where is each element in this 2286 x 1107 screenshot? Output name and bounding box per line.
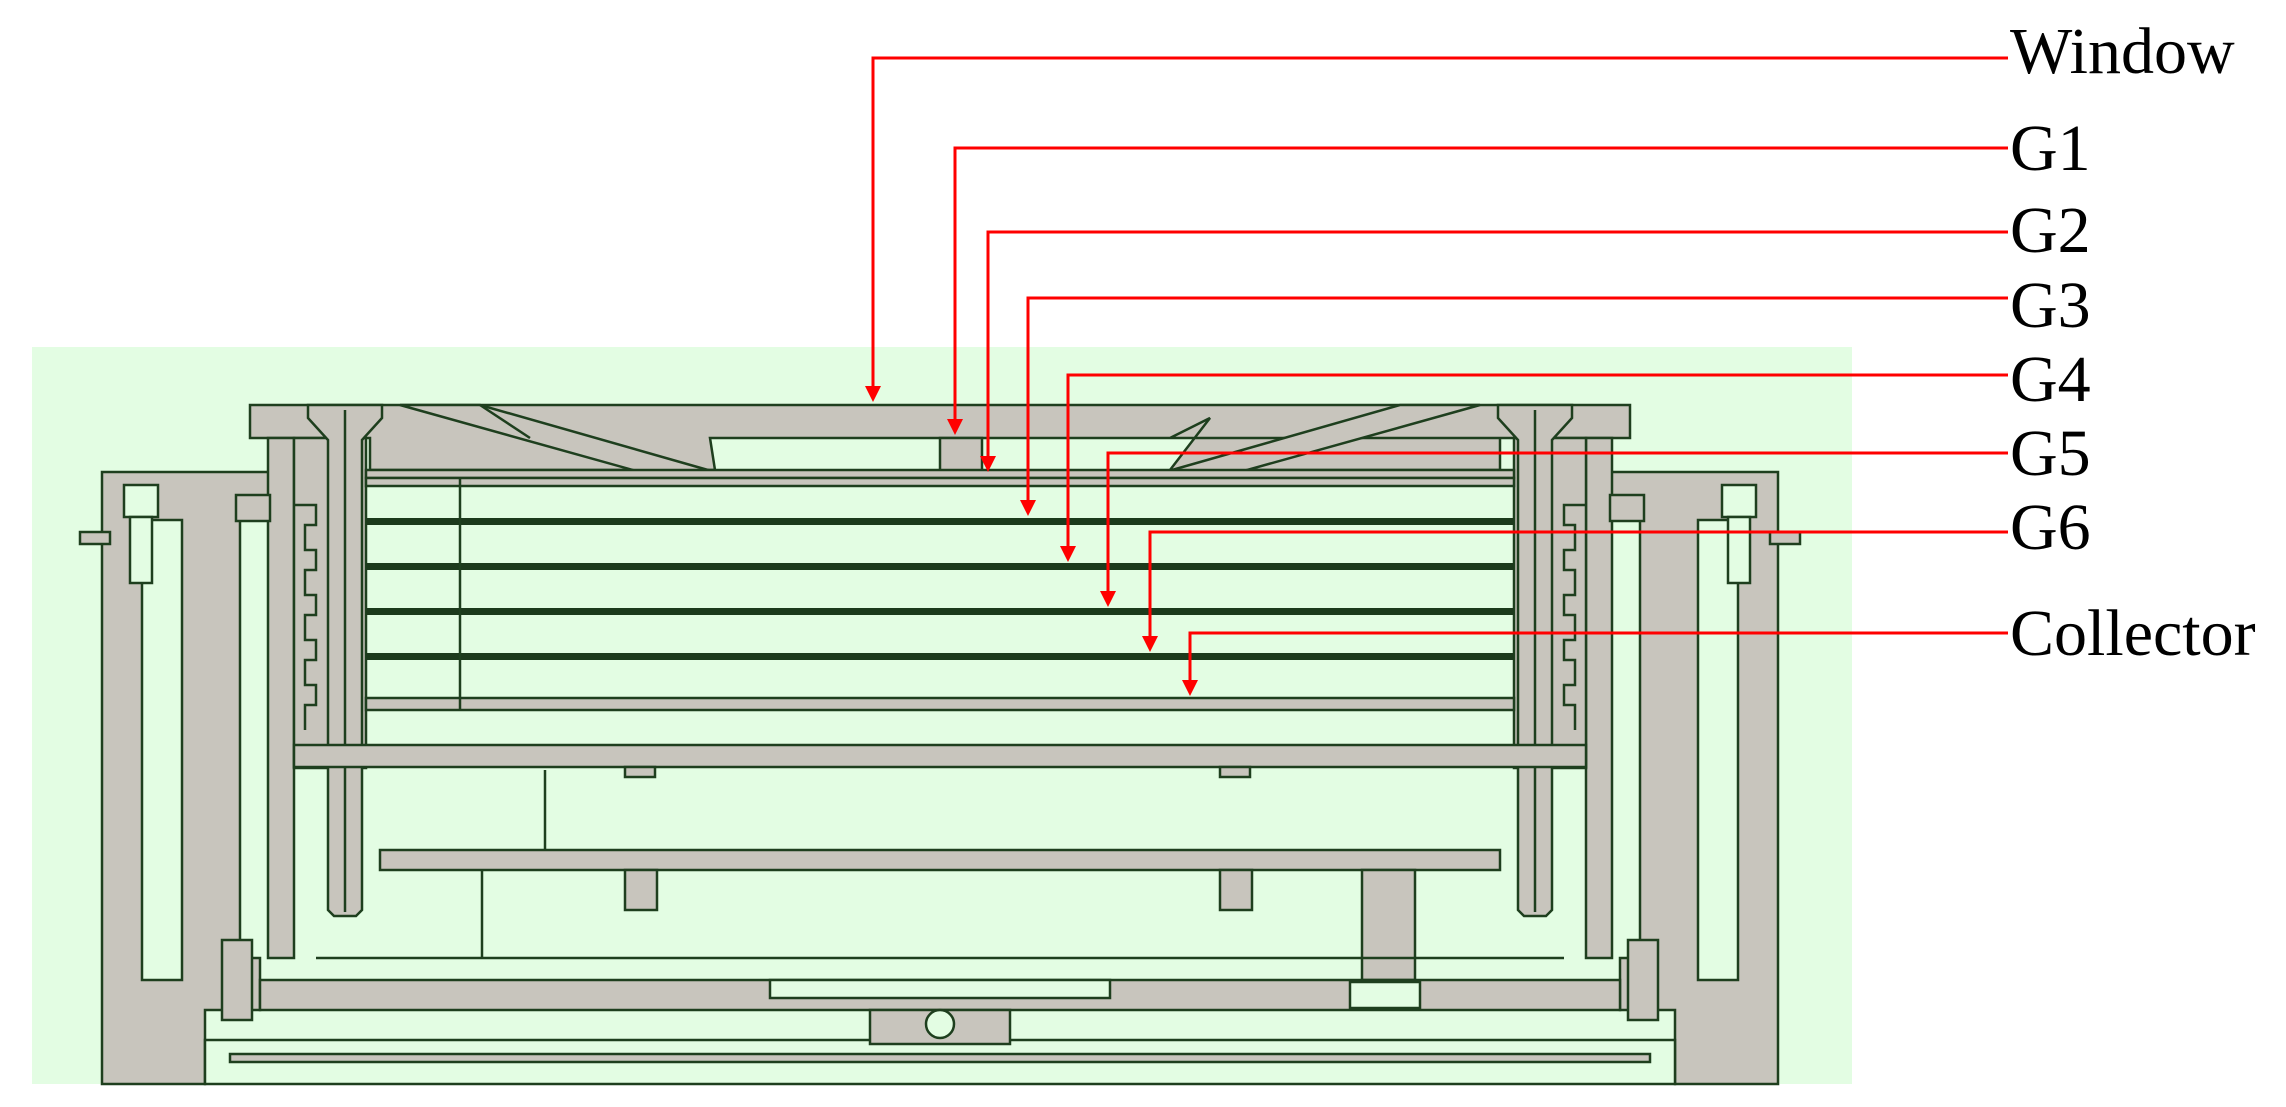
lower-pillar — [1360, 868, 1417, 982]
window-step — [938, 436, 984, 474]
foot-bolt-left — [220, 938, 254, 1022]
arrow-g1 — [947, 419, 963, 435]
arrow-g5 — [1100, 591, 1116, 607]
outer-flange-right — [1768, 530, 1802, 546]
base-recess — [768, 978, 1112, 1000]
inner-shoulder-right — [1608, 493, 1646, 523]
label-g1: G1 — [2010, 112, 2091, 185]
leader-window — [871, 56, 2008, 388]
lower-support-plate — [378, 848, 1502, 872]
inner-wall-left — [266, 436, 296, 960]
lower-post-right — [1218, 868, 1254, 912]
bottom-rail — [228, 1052, 1652, 1064]
lower-post-left — [623, 868, 659, 912]
leader-g3 — [1026, 296, 2008, 502]
outer-housing-left-inner — [140, 518, 184, 982]
arrow-collector — [1182, 680, 1198, 696]
support-tab-right — [1218, 765, 1252, 779]
grid-electrode-g3 — [366, 518, 1514, 525]
grid-electrode-g4 — [366, 563, 1514, 570]
arrow-g3 — [1020, 500, 1036, 516]
arrow-window — [865, 386, 881, 402]
collector-plate — [364, 696, 1516, 712]
housing-bolt-left-shank — [128, 515, 154, 585]
feedthrough-pin — [924, 1008, 956, 1040]
inner-wall-right — [1584, 436, 1614, 960]
label-g5: G5 — [2010, 417, 2091, 490]
leader-lines — [865, 56, 2008, 696]
assembly — [78, 403, 1802, 1086]
grid-electrode-g6 — [366, 653, 1514, 660]
inner-shoulder-left — [234, 493, 272, 523]
outer-flange-left — [78, 530, 112, 546]
leader-g2 — [986, 230, 2008, 458]
leader-collector — [1188, 631, 2008, 682]
leader-g1 — [953, 146, 2008, 421]
foot-bolt-right — [1626, 938, 1660, 1022]
housing-bolt-left-head — [122, 483, 160, 519]
label-window: Window — [2010, 15, 2235, 88]
stepped-ring-left — [294, 503, 318, 730]
grid-electrode-g5 — [366, 608, 1514, 615]
grid-electrode-g2 — [364, 476, 1516, 488]
label-g6: G6 — [2010, 491, 2091, 564]
label-g4: G4 — [2010, 343, 2091, 416]
arrow-g6 — [1142, 636, 1158, 652]
window-bevel-line — [479, 403, 531, 440]
leader-g4 — [1066, 373, 2008, 548]
leader-g6 — [1148, 530, 2008, 638]
base-nut-right — [1348, 980, 1422, 1010]
support-tab-left — [623, 765, 657, 779]
grid-support-bar — [292, 743, 1588, 769]
label-g2: G2 — [2010, 194, 2091, 267]
arrow-g4 — [1060, 546, 1076, 562]
label-g3: G3 — [2010, 269, 2091, 342]
housing-bolt-right-head — [1720, 483, 1758, 519]
outer-housing-right-inner — [1696, 518, 1740, 982]
leader-g5 — [1106, 451, 2008, 593]
arrow-g2 — [980, 456, 996, 472]
labels: Window G1 G2 G3 G4 G5 G6 Collector — [2010, 15, 2256, 670]
housing-bolt-right-shank — [1726, 515, 1752, 585]
label-collector: Collector — [2010, 597, 2256, 670]
